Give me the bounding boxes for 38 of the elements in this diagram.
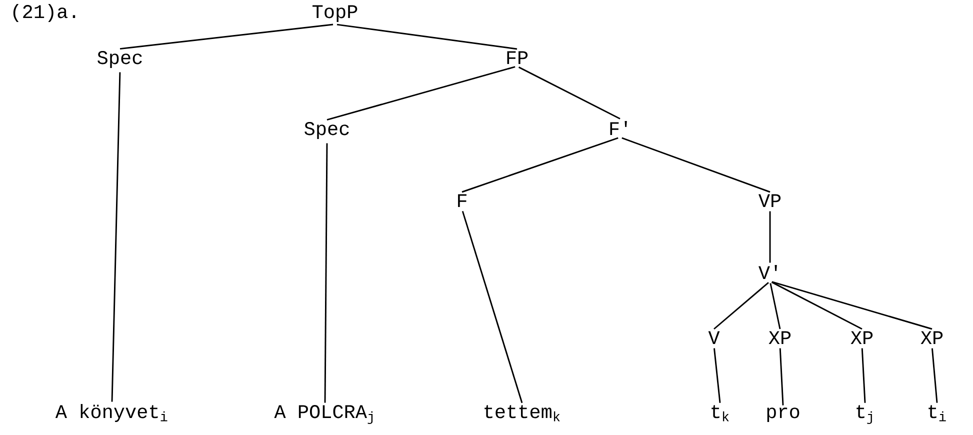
tree-branch [772,281,932,330]
tree-branch [861,348,866,403]
tree-node-label: t$_{i}$ [928,405,946,422]
tree-node-label: VP [758,194,781,207]
tree-node-label: FP [507,51,528,64]
tree-node-label: F′ [610,121,627,135]
tree-branch [769,211,771,263]
tree-node-label: XP [768,331,791,344]
tree-node-label: tettem$_{k}$ [484,405,560,422]
tree-node-label: V′ [758,265,777,279]
tree-branch [518,66,620,120]
tree-branch [326,66,516,120]
tree-node-label: A POLCRA$_{j}$ [274,405,373,424]
tree-branch [770,283,781,330]
tree-node-label: t$_{k}$ [712,405,729,422]
tree-branch [622,137,770,193]
tree-branch [324,143,328,403]
tree-branch [336,24,518,50]
tree-node-label: Spec [304,122,349,140]
tree-node-label: A könyvet$_{i}$ [55,404,168,422]
tree-node-label: Spec [98,51,142,68]
tree-node-label: t$_{j}$ [856,405,872,424]
tree-branch [771,282,862,330]
tree-branch [120,24,334,50]
tree-node-label: XP [920,331,943,344]
tree-branch [714,282,769,330]
example-number: (21)a. [13,4,76,22]
tree-branch [779,348,784,406]
tree-branch [931,348,938,403]
tree-node-label: XP [850,331,873,344]
tree-branch [462,210,523,404]
tree-node-label: TopP [312,5,358,22]
tree-branch [111,72,121,402]
tree-node-label: pro [767,408,800,422]
tree-node-label: V [708,331,720,344]
tree-branch [714,348,721,403]
tree-branch [462,137,618,193]
tree-node-label: F [458,194,466,207]
